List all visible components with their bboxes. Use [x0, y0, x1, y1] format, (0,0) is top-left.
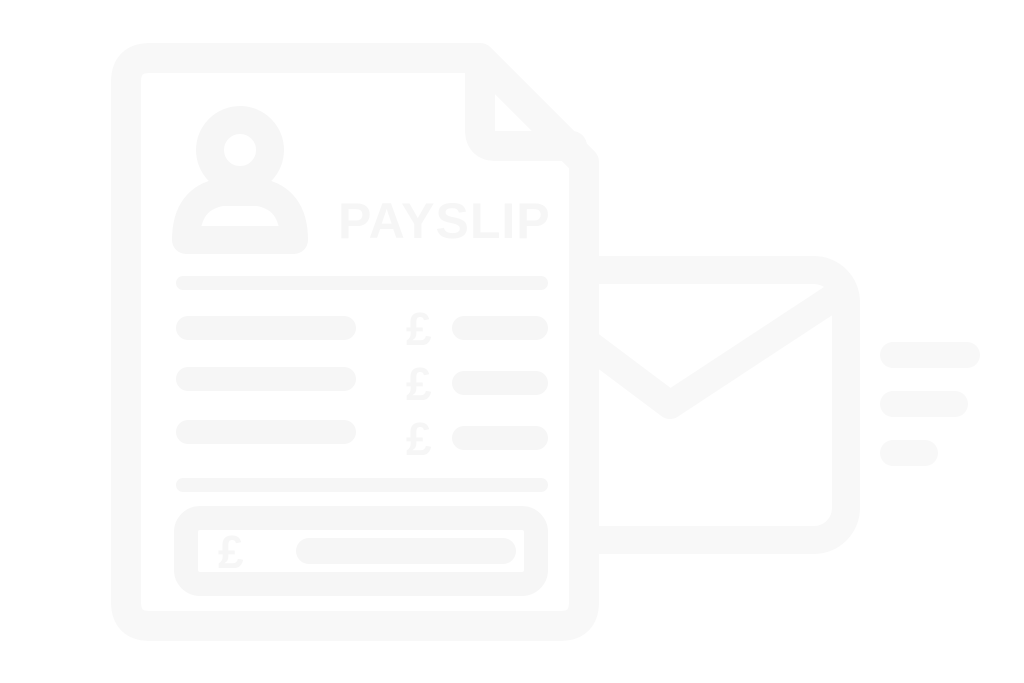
- row-amount-bar: [452, 426, 548, 450]
- speed-lines-icon: [880, 342, 980, 466]
- speed-line-medium: [880, 391, 968, 417]
- total-currency-symbol: £: [218, 526, 244, 578]
- avatar-shoulders: [172, 178, 308, 254]
- row-label-bar: [176, 420, 356, 444]
- payslip-title: PAYSLIP: [338, 193, 551, 249]
- total-box-frame: [174, 506, 548, 596]
- row-amount-bar: [452, 371, 548, 395]
- envelope-icon: [542, 256, 860, 554]
- person-avatar-icon: [172, 106, 308, 254]
- document-outline: [111, 43, 599, 641]
- row-currency-symbol: £: [406, 413, 432, 465]
- speed-line-long: [880, 342, 980, 368]
- row-label-bar: [176, 367, 356, 391]
- line-item-row: £: [176, 303, 548, 355]
- row-currency-symbol: £: [406, 303, 432, 355]
- row-currency-symbol: £: [406, 358, 432, 410]
- header-divider: [176, 276, 548, 290]
- total-amount-bar: [296, 538, 516, 564]
- total-divider: [176, 478, 548, 492]
- document-folded-corner: [465, 55, 587, 161]
- line-item-row: £: [176, 413, 548, 465]
- total-box: £: [174, 506, 548, 596]
- line-item-row: £: [176, 358, 548, 410]
- row-label-bar: [176, 316, 356, 340]
- speed-line-short: [880, 440, 938, 466]
- envelope-flap: [576, 278, 856, 419]
- row-amount-bar: [452, 316, 548, 340]
- payslip-document-icon: PAYSLIP £ £ £ £: [111, 43, 599, 641]
